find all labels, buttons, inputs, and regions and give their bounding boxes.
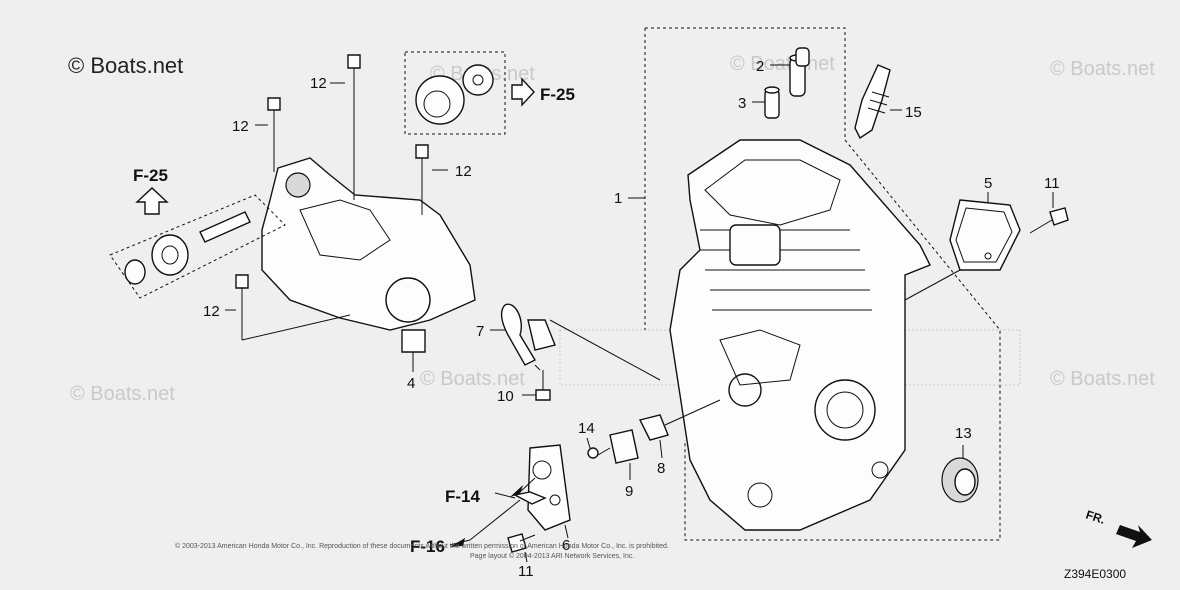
part-13-oil-seal[interactable]: [941, 457, 979, 503]
reference-f16[interactable]: F-16: [410, 537, 445, 556]
arrow-icon: [511, 77, 535, 107]
front-direction-label: FR.: [1084, 508, 1107, 527]
callout-15: 15: [905, 104, 922, 121]
part-3-dowel-pin[interactable]: [764, 86, 780, 119]
arrow-icon: [449, 477, 536, 547]
callout-12-a: 12: [310, 75, 327, 92]
watermark-main: © Boats.net: [68, 53, 183, 78]
copyright-line-2: Page layout © 2004-2013 ARI Network Serv…: [470, 552, 634, 560]
part-8-plate[interactable]: [638, 414, 669, 441]
group-boundary: [645, 27, 1001, 541]
part-14-screw[interactable]: [587, 447, 599, 459]
callout-5: 5: [984, 175, 992, 192]
watermark-faint: © Boats.net: [1050, 58, 1155, 80]
part-5-gasket[interactable]: [949, 199, 1021, 271]
callout-4: 4: [407, 375, 415, 392]
callout-3: 3: [738, 95, 746, 112]
watermark-faint: © Boats.net: [420, 368, 525, 390]
watermark-faint: © Boats.net: [1050, 368, 1155, 390]
callout-12-c: 12: [455, 163, 472, 180]
part-9-plate[interactable]: [609, 429, 639, 464]
callout-11-lower: 11: [518, 563, 534, 580]
reference-f14[interactable]: F-14: [445, 487, 481, 506]
part-pin[interactable]: [512, 491, 547, 505]
arrow-up-icon: [135, 187, 169, 215]
part-11-bolt-lower[interactable]: [507, 533, 536, 553]
part-12-bolt-c[interactable]: [415, 144, 429, 192]
part-12-bolt-d[interactable]: [235, 274, 249, 325]
callout-7: 7: [476, 323, 484, 340]
callout-11-upper: 11: [1044, 175, 1060, 192]
callout-1: 1: [614, 190, 622, 207]
callout-6: 6: [562, 537, 570, 554]
watermark-faint: © Boats.net: [730, 53, 835, 75]
watermark-faint: © Boats.net: [70, 383, 175, 405]
callout-13: 13: [955, 425, 972, 442]
part-10-bolt[interactable]: [535, 370, 551, 401]
front-direction-arrow-icon: [1116, 525, 1152, 548]
part-7-breather-tube[interactable]: [500, 303, 556, 366]
callout-2: 2: [756, 58, 764, 75]
left-bearing-set[interactable]: [124, 211, 251, 285]
left-bearing-group-box: [109, 194, 286, 299]
callout-9: 9: [625, 483, 633, 500]
part-12-bolt-b[interactable]: [267, 97, 281, 150]
leader-lines: [225, 64, 1054, 563]
callout-14: 14: [578, 420, 595, 437]
bearing[interactable]: [415, 64, 494, 125]
diagram-code: Z394E0300: [1064, 567, 1126, 581]
part-12-bolt-a[interactable]: [347, 54, 361, 105]
reference-f25-left[interactable]: F-25: [133, 166, 168, 185]
reference-f25-top[interactable]: F-25: [540, 85, 575, 104]
callout-12-b: 12: [232, 118, 249, 135]
callout-10: 10: [497, 388, 514, 405]
part-2-dowel-pin[interactable]: [789, 47, 810, 97]
part-15-spark-plug[interactable]: [854, 64, 891, 140]
copyright-line-1: © 2003-2013 American Honda Motor Co., In…: [175, 542, 669, 550]
part-6-cover[interactable]: [527, 444, 571, 531]
callout-12-d: 12: [203, 303, 220, 320]
part-4-crankcase-cover[interactable]: [261, 157, 476, 353]
bearing-group-box: [404, 51, 506, 135]
part-1-cylinder-block[interactable]: [669, 139, 931, 531]
callout-8: 8: [657, 460, 665, 477]
part-11-bolt-upper[interactable]: [1029, 207, 1069, 234]
